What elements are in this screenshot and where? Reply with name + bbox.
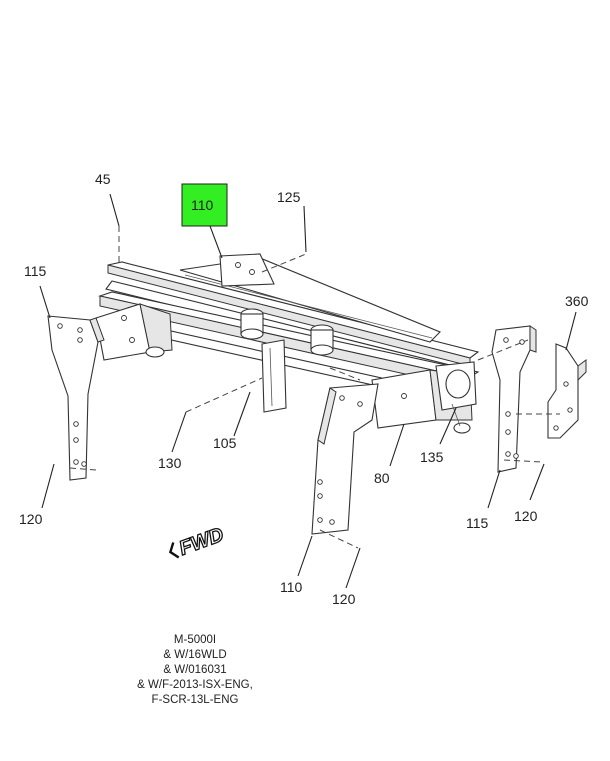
note-line: & W/016031 [163,664,227,676]
callouts: 45 110 125 115 360 105 130 135 80 120 11… [19,171,589,607]
callout-120-right: 120 [514,508,538,524]
callout-120-bottom: 120 [332,591,356,607]
callout-135: 135 [420,449,444,465]
callout-360: 360 [565,293,589,309]
callout-125: 125 [277,189,301,205]
bracket-110-lower [311,383,379,535]
fwd-indicator: FWD [168,523,227,561]
air-springs [240,308,334,356]
bracket-360 [547,343,587,439]
applicability-notes: M-5000I & W/16WLD & W/016031 & W/F-2013-… [80,633,310,708]
leader-lines [39,193,577,589]
plate-115-right [491,325,537,473]
callout-110-top: 110 [191,197,214,213]
callout-105: 105 [213,435,237,451]
callout-115-right: 115 [466,515,489,531]
fwd-label: FWD [176,524,226,560]
mechanism-135 [435,361,477,434]
plate-115-left [47,315,105,481]
note-line: F-SCR-13L-ENG [151,694,239,706]
bracket-105 [261,339,287,413]
left-end-box [95,303,173,361]
callout-110-bottom: 110 [280,579,303,595]
callout-120-left: 120 [19,511,43,527]
highlight-box [181,183,228,227]
callout-130: 130 [158,455,182,471]
top-bracket-110 [219,253,275,287]
fastener-paths [69,226,560,549]
note-line: & W/F-2013-ISX-ENG, [137,679,253,691]
note-line: M-5000I [173,634,217,646]
callout-80: 80 [374,470,390,486]
callout-115-left: 115 [24,263,47,279]
forward-arrow-icon [168,542,180,559]
callout-45: 45 [95,171,111,187]
note-line: & W/16WLD [163,649,227,661]
